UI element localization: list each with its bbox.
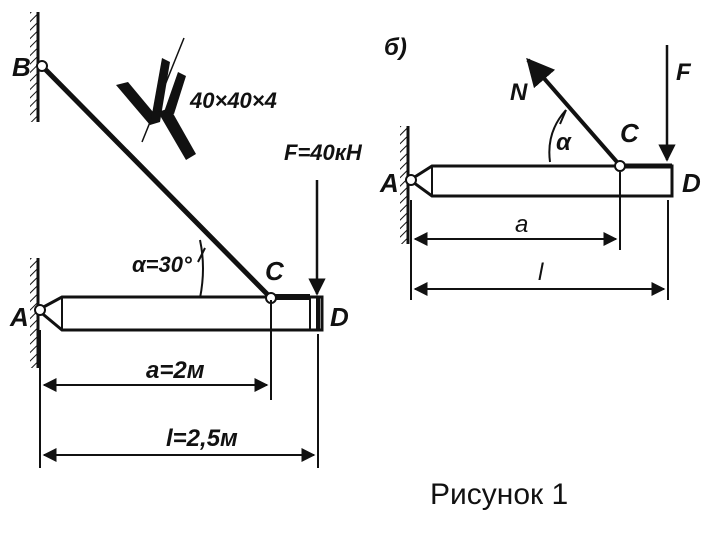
beam-ad (35, 294, 324, 332)
hinge-b (36, 60, 48, 72)
wall-a-right (400, 126, 410, 244)
point-d-label: D (330, 302, 349, 332)
hinge-a-right (405, 174, 417, 186)
hinge-a (34, 304, 46, 316)
force-label-right: F (676, 59, 692, 86)
dimension-a (39, 300, 272, 468)
right-figure: б) N α F A C D (379, 34, 701, 300)
dimension-l (42, 334, 319, 468)
strut-bc (40, 64, 273, 300)
angle-arc-right (548, 109, 567, 163)
point-d-label-right: D (682, 168, 701, 198)
figure-tag: б) (384, 34, 407, 61)
point-c-label-right: C (620, 118, 640, 148)
angle-arc (199, 239, 204, 299)
point-b-label: B (12, 52, 31, 82)
dim-a-label: a=2м (146, 357, 205, 384)
point-a-label-right: A (379, 168, 399, 198)
angle-section-icon (116, 37, 196, 160)
force-label: F=40кН (284, 140, 363, 165)
dimension-l-right (413, 200, 669, 300)
left-figure: 40×40×4 α=30° F=40кН B A C D a=2м l=2,5м (9, 12, 363, 468)
hinge-c-right (614, 160, 626, 172)
dim-l-label: l=2,5м (166, 425, 238, 452)
profile-label: 40×40×4 (189, 88, 277, 113)
angle-label: α=30° (132, 252, 192, 277)
figure-caption: Рисунок 1 (430, 478, 569, 511)
dimension-a-right (410, 172, 621, 300)
point-c-label: C (265, 256, 285, 286)
point-a-label: A (9, 302, 29, 332)
beam-ad-right (407, 163, 674, 198)
reaction-label: N (510, 79, 528, 106)
reaction-n-arrow (526, 57, 619, 164)
dim-a-label-right: a (515, 211, 528, 238)
dim-l-label-right: l (538, 259, 544, 286)
angle-label-right: α (556, 129, 572, 156)
